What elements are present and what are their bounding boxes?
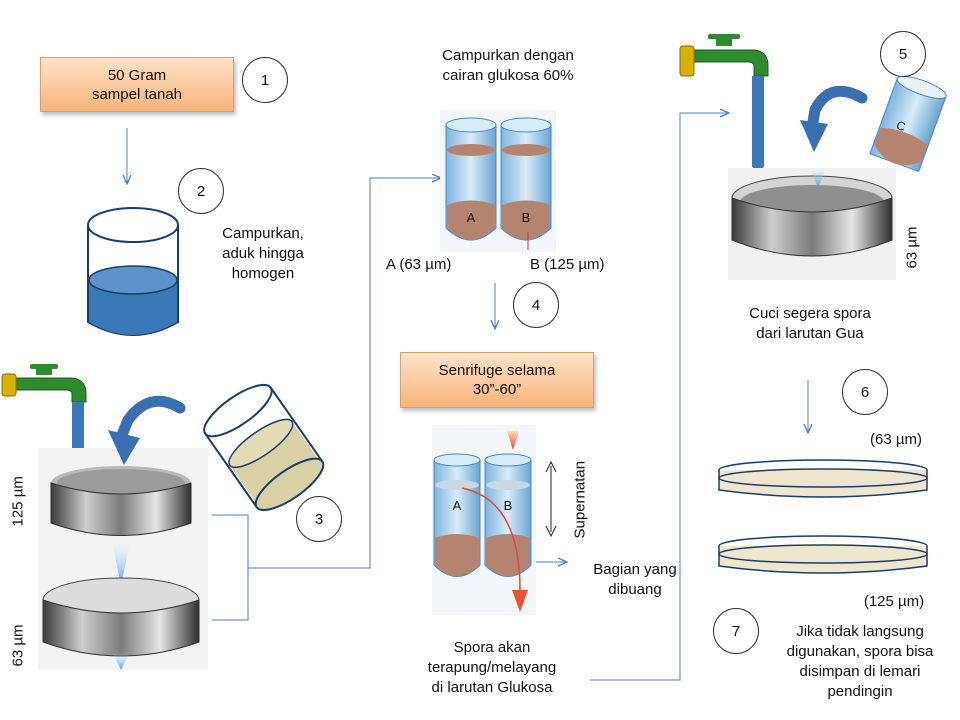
store-line4: pendingin	[827, 683, 893, 700]
tube-a-centrifuged-letter: A	[452, 498, 462, 513]
step-4: 4	[513, 282, 559, 328]
step-1: 1	[242, 57, 288, 103]
wash-text: Cuci segera spora dari larutan Gua	[730, 304, 890, 344]
mix-line1: Campurkan,	[222, 225, 304, 242]
tube-c	[869, 75, 947, 173]
tube-a	[445, 117, 497, 241]
store-line1: Jika tidak langsung	[796, 623, 924, 640]
test-tubes-ab	[440, 110, 556, 252]
discard-line1: Bagian yang	[593, 561, 677, 578]
supernatan-label: Supernatan	[571, 460, 589, 539]
discard-text: Bagian yang dibuang	[580, 560, 690, 600]
dish-label-top: (63 µm)	[870, 431, 922, 448]
discard-line2: dibuang	[608, 581, 662, 598]
tube-b-centrifuged-letter: B	[503, 498, 513, 513]
tilted-jar	[203, 383, 325, 511]
step-6: 6	[842, 369, 888, 415]
arrow-to-wash	[590, 113, 728, 681]
arrow-3-to-tubes	[248, 178, 440, 569]
tube-a-label: A (63 µm)	[386, 256, 452, 273]
tube-b	[500, 117, 552, 241]
store-line2: digunakan, spora bisa	[786, 643, 934, 660]
spore-line3: di larutan Glukosa	[431, 679, 553, 696]
petri-dish-bottom	[718, 535, 928, 574]
petri-dish-top	[718, 459, 928, 498]
mix-line2: aduk hingga	[222, 245, 304, 262]
centrifuged-tubes	[432, 425, 557, 615]
store-line3: disimpan di lemari	[799, 663, 921, 680]
tube-b-centrifuged	[484, 453, 532, 577]
centrifuge-line1: Senrifuge selama	[438, 362, 556, 379]
glucose-line1: Campurkan dengan	[442, 47, 574, 64]
spore-text: Spora akan terapung/melayang di larutan …	[402, 638, 582, 698]
tube-b-letter: B	[521, 210, 531, 225]
label-63um-left: 63 µm	[9, 624, 27, 667]
glucose-line2: cairan glukosa 60%	[442, 67, 574, 84]
glucose-text: Campurkan dengan cairan glukosa 60%	[418, 46, 598, 86]
sample-line1: 50 Gram	[107, 66, 167, 84]
wash-line1: Cuci segera spora	[749, 305, 871, 322]
step-7: 7	[713, 608, 759, 654]
label-63um-right: 63 µm	[903, 226, 921, 269]
step-5: 5	[880, 31, 926, 77]
sieve-stack-left	[38, 395, 208, 670]
faucet-left	[1, 364, 87, 465]
bracket-sieves	[212, 514, 249, 621]
mix-line3: homogen	[231, 265, 295, 282]
sample-box: 50 Gram sampel tanah	[40, 57, 234, 112]
step-2: 2	[178, 168, 224, 214]
step-3: 3	[296, 496, 342, 542]
flow-arrows	[127, 113, 808, 681]
centrifuge-box: Senrifuge selama 30”-60”	[400, 352, 594, 408]
tube-a-letter: A	[466, 210, 476, 225]
tube-b-label: B (125 µm)	[530, 256, 605, 273]
label-125um-left: 125 µm	[9, 476, 27, 527]
sieve-right	[728, 85, 896, 280]
wash-line2: dari larutan Gua	[756, 325, 864, 342]
spore-line1: Spora akan	[453, 639, 531, 656]
mix-text: Campurkan, aduk hingga homogen	[198, 224, 328, 284]
faucet-right	[679, 34, 769, 169]
centrifuge-line2: 30”-60”	[472, 381, 522, 398]
sample-line2: sampel tanah	[91, 85, 183, 103]
dish-label-bottom: (125 µm)	[863, 593, 925, 610]
beaker	[87, 207, 179, 336]
spore-line2: terapung/melayang	[427, 659, 557, 676]
store-text: Jika tidak langsung digunakan, spora bis…	[770, 622, 950, 702]
